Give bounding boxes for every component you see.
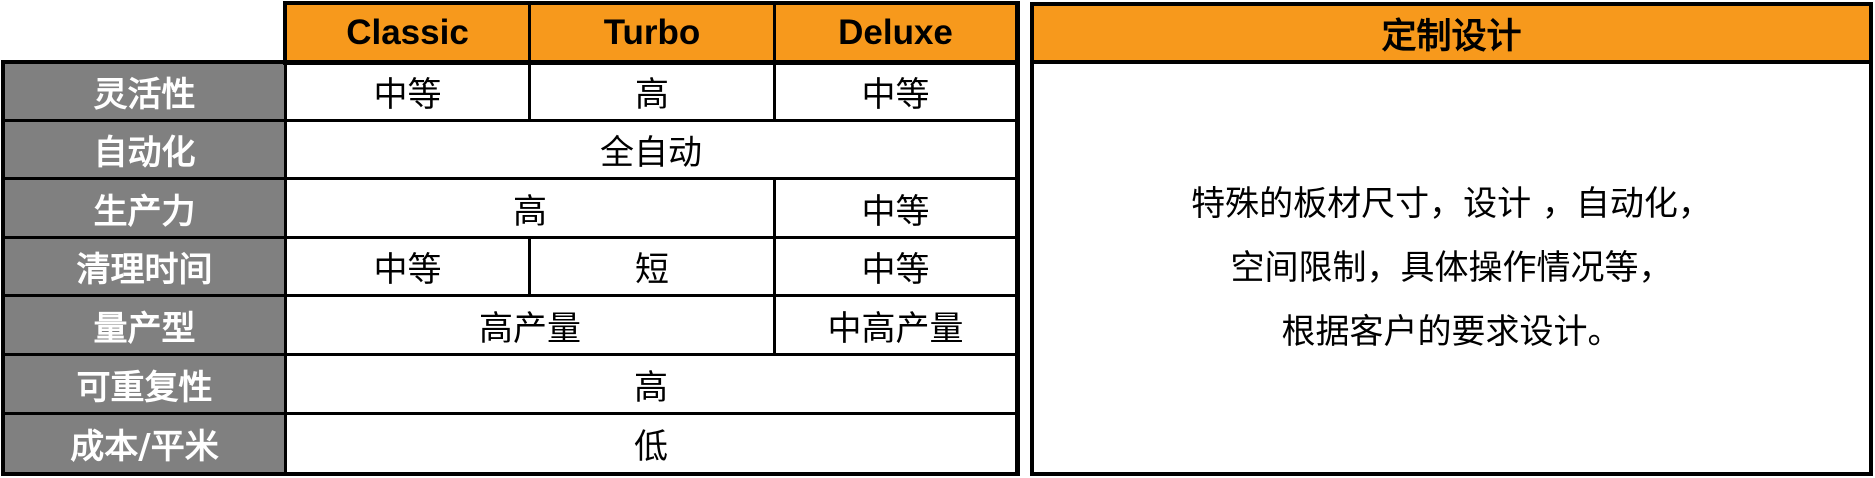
row-label-productivity: 生产力	[2, 177, 287, 239]
custom-design-line-3: 根据客户的要求设计。	[1281, 312, 1622, 352]
cell-volume-deluxe: 中高产量	[773, 294, 1018, 356]
cell-cost-per-sqm-all: 低	[284, 412, 1018, 475]
header-classic: Classic	[284, 2, 531, 64]
custom-design-line-2: 空间限制，具体操作情况等，	[1230, 248, 1673, 288]
cell-cleaning-time-classic: 中等	[284, 236, 531, 297]
cell-volume-classic-turbo: 高产量	[284, 294, 776, 356]
header-custom-design: 定制设计	[1030, 2, 1873, 64]
cell-productivity-deluxe: 中等	[773, 177, 1018, 239]
cell-cleaning-time-turbo: 短	[528, 236, 776, 297]
header-turbo: Turbo	[528, 2, 776, 64]
custom-design-description: 特殊的板材尺寸，设计 ，自动化， 空间限制，具体操作情况等， 根据客户的要求设计…	[1030, 60, 1873, 476]
row-label-repeatability: 可重复性	[2, 353, 287, 415]
cell-productivity-classic-turbo: 高	[284, 177, 776, 239]
row-label-automation: 自动化	[2, 119, 287, 180]
row-label-cost-per-sqm: 成本/平米	[2, 412, 287, 475]
row-label-flexibility: 灵活性	[2, 61, 287, 122]
row-label-cleaning-time: 清理时间	[2, 236, 287, 297]
cell-automation-all: 全自动	[284, 119, 1018, 180]
cell-flexibility-turbo: 高	[528, 61, 776, 122]
header-deluxe: Deluxe	[773, 2, 1018, 64]
cell-cleaning-time-deluxe: 中等	[773, 236, 1018, 297]
cell-repeatability-all: 高	[284, 353, 1018, 415]
row-label-volume: 量产型	[2, 294, 287, 356]
cell-flexibility-deluxe: 中等	[773, 61, 1018, 122]
custom-design-line-1: 特殊的板材尺寸，设计 ，自动化，	[1191, 184, 1712, 224]
cell-flexibility-classic: 中等	[284, 61, 531, 122]
